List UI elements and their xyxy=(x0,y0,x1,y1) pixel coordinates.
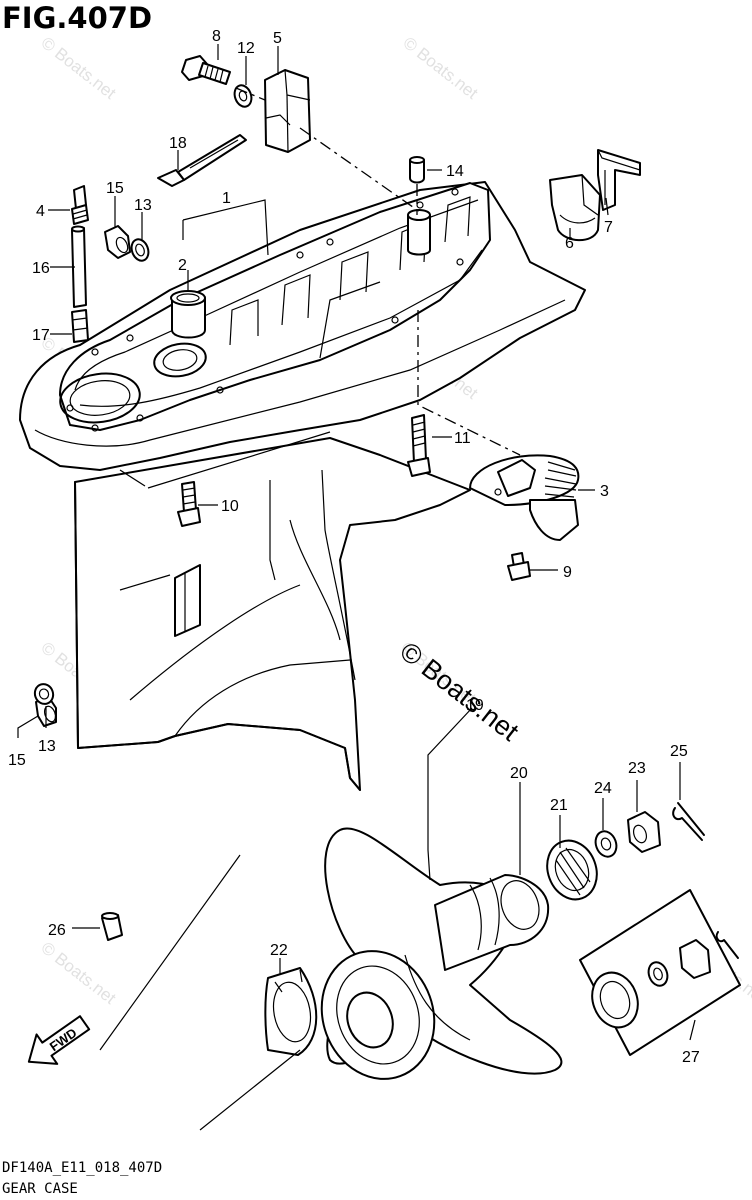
callout-18: 18 xyxy=(169,135,187,152)
trim-tab-3 xyxy=(469,454,580,541)
figure-code: DF140A_E11_018_407D xyxy=(2,1160,162,1176)
callout-4: 4 xyxy=(36,203,45,220)
callout-16: 16 xyxy=(32,260,50,277)
washer-12 xyxy=(233,84,253,108)
propeller-20 xyxy=(320,827,563,1080)
callout-15-top: 15 xyxy=(106,180,124,197)
gasket-13a xyxy=(130,238,150,262)
bolt-8 xyxy=(181,55,231,85)
figure-caption: GEAR CASE xyxy=(2,1181,78,1197)
spacer-21 xyxy=(546,839,598,901)
callout-15-bottom: 15 xyxy=(8,752,26,769)
kit-27 xyxy=(579,889,741,1056)
anode-5 xyxy=(264,69,311,153)
callout-5: 5 xyxy=(273,30,282,47)
callout-14: 14 xyxy=(446,163,464,180)
callout-8: 8 xyxy=(212,28,221,45)
watermark-tile: © Boats.net xyxy=(38,33,120,103)
pin-14 xyxy=(409,156,425,184)
pipe-16 xyxy=(71,225,87,308)
nut-23 xyxy=(627,811,661,853)
plug-15a xyxy=(104,225,131,259)
callout-20: 20 xyxy=(510,765,528,782)
callout-23: 23 xyxy=(628,760,646,777)
callout-25: 25 xyxy=(670,743,688,760)
callout-9: 9 xyxy=(563,564,572,581)
gasket-13b xyxy=(33,683,55,705)
watermark-tile: © Boats.net xyxy=(38,938,120,1008)
watermark-center: © Boats.net xyxy=(394,636,524,747)
bolt-9 xyxy=(507,552,531,581)
gear-case-housing xyxy=(19,181,586,791)
callout-2: 2 xyxy=(178,257,187,274)
callout-7: 7 xyxy=(604,219,613,236)
callout-21: 21 xyxy=(550,797,568,814)
callout-24: 24 xyxy=(594,780,612,797)
cover-6 xyxy=(549,174,601,242)
callout-26: 26 xyxy=(48,922,66,939)
leader-lines xyxy=(17,44,696,1131)
callout-13-top: 13 xyxy=(134,197,152,214)
washer-24 xyxy=(594,830,618,858)
callout-3: 3 xyxy=(600,483,609,500)
callout-19: 19 xyxy=(466,697,484,714)
callout-11: 11 xyxy=(454,430,471,447)
plate-7 xyxy=(597,149,641,211)
bolt-10 xyxy=(177,481,201,527)
callout-1: 1 xyxy=(222,190,231,207)
zerk-4 xyxy=(71,185,89,225)
stopper-22 xyxy=(264,967,318,1056)
callout-13-bottom: 13 xyxy=(38,738,56,755)
callout-27: 27 xyxy=(682,1049,700,1066)
bolt-11 xyxy=(407,414,431,477)
callout-10: 10 xyxy=(221,498,239,515)
assembly-lines xyxy=(235,87,521,456)
callout-6: 6 xyxy=(565,235,574,252)
cable-tie-18 xyxy=(157,134,247,187)
fwd-arrow: FWD xyxy=(27,1015,91,1065)
watermark-tile: © Boats.net xyxy=(400,33,482,103)
callouts: 8 12 5 18 14 6 7 4 15 13 1 16 2 17 11 3 … xyxy=(8,28,700,1066)
figure-title: FIG.407D xyxy=(2,1,152,35)
cotter-pin-25 xyxy=(672,802,705,841)
callout-12: 12 xyxy=(237,40,255,57)
plug-26 xyxy=(101,912,123,941)
grommet-17 xyxy=(71,309,89,343)
callout-22: 22 xyxy=(270,942,288,959)
callout-17: 17 xyxy=(32,327,50,344)
